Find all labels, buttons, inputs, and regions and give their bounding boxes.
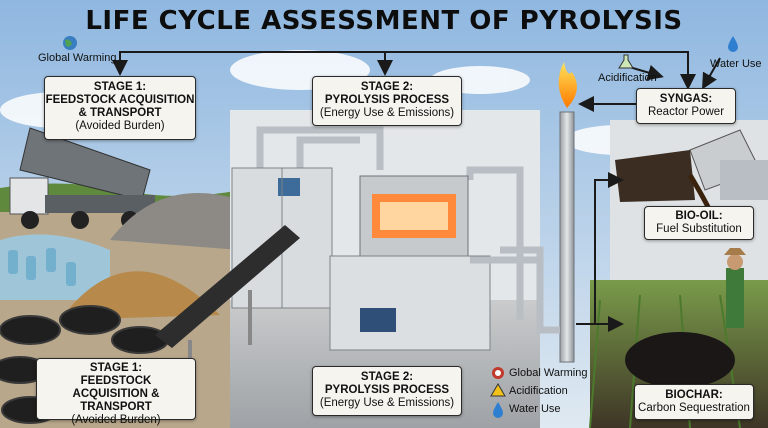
legend-item-acidification: Acidification	[490, 382, 600, 400]
biooil-heading: BIO-OIL:	[675, 210, 723, 222]
legend-item-global-warming: Global Warming	[490, 364, 600, 382]
stage2-bottom-box: STAGE 2: PYROLYSIS PROCESS (Energy Use &…	[312, 366, 462, 416]
biochar-subtitle: Carbon Sequestration	[638, 402, 750, 414]
stage2-bottom-heading: STAGE 2:	[360, 371, 414, 383]
biochar-heading: BIOCHAR:	[665, 389, 723, 401]
flare-stack	[470, 62, 577, 363]
biooil-subtitle: Fuel Substitution	[656, 223, 742, 235]
stage2-top-subtitle: (Energy Use & Emissions)	[319, 107, 455, 119]
pyrolysis-furnace	[329, 175, 491, 351]
page-title: LIFE CYCLE ASSESSMENT OF PYROLYSIS	[85, 6, 683, 36]
stage1-bottom-title: FEEDSTOCK	[80, 375, 152, 387]
biooil-box: BIO-OIL: Fuel Substitution	[644, 206, 754, 240]
stage1-top-subtitle: (Avoided Burden)	[75, 120, 165, 132]
syngas-box: SYNGAS: Reactor Power	[636, 88, 736, 124]
stage1-top-title: FEEDSTOCK ACQUISITION	[45, 94, 195, 106]
syngas-heading: SYNGAS:	[659, 93, 713, 105]
globe-icon	[63, 36, 77, 50]
stage1-top-title-2: & TRANSPORT	[78, 107, 162, 119]
legend-label-global-warming: Global Warming	[509, 367, 588, 379]
stage2-top-box: STAGE 2: PYROLYSIS PROCESS (Energy Use &…	[312, 76, 462, 126]
biochar-box: BIOCHAR: Carbon Sequestration	[634, 384, 754, 420]
stage2-top-title: PYROLYSIS PROCESS	[324, 94, 450, 106]
syngas-subtitle: Reactor Power	[647, 106, 725, 118]
legend-item-water-use: Water Use	[490, 400, 600, 418]
stage1-top-heading: STAGE 1:	[93, 81, 147, 93]
stage1-bottom-subtitle: (Avoided Burden)	[71, 414, 161, 426]
stage1-top-box: STAGE 1: FEEDSTOCK ACQUISITION & TRANSPO…	[44, 76, 196, 140]
stage2-bottom-subtitle: (Energy Use & Emissions)	[319, 397, 455, 409]
legend-warning-icon	[490, 383, 506, 397]
top-label-global-warming: Global Warming	[38, 52, 117, 64]
impact-legend: Global Warming Acidification Water Use	[490, 364, 600, 418]
stage1-bottom-heading: STAGE 1:	[89, 362, 143, 374]
legend-label-water-use: Water Use	[509, 403, 561, 415]
overhead-pipes	[256, 126, 524, 320]
flow-arrows	[112, 51, 721, 332]
stage1-bottom-title-2: ACQUISITION & TRANSPORT	[72, 388, 160, 413]
top-label-acidification: Acidification	[598, 72, 657, 84]
stage1-bottom-box: STAGE 1: FEEDSTOCK ACQUISITION & TRANSPO…	[36, 358, 196, 426]
tires-pile	[0, 305, 169, 424]
legend-label-acidification: Acidification	[509, 385, 568, 397]
top-label-water-use: Water Use	[710, 58, 762, 70]
legend-water-drop-icon	[493, 402, 503, 418]
stage2-top-heading: STAGE 2:	[360, 81, 414, 93]
bio-oil-scene	[610, 120, 768, 280]
flask-icon	[618, 54, 634, 69]
waste-pile	[110, 193, 240, 250]
stage2-bottom-title: PYROLYSIS PROCESS	[324, 384, 450, 396]
water-drop-icon	[728, 36, 738, 52]
legend-globe-icon	[492, 367, 504, 379]
